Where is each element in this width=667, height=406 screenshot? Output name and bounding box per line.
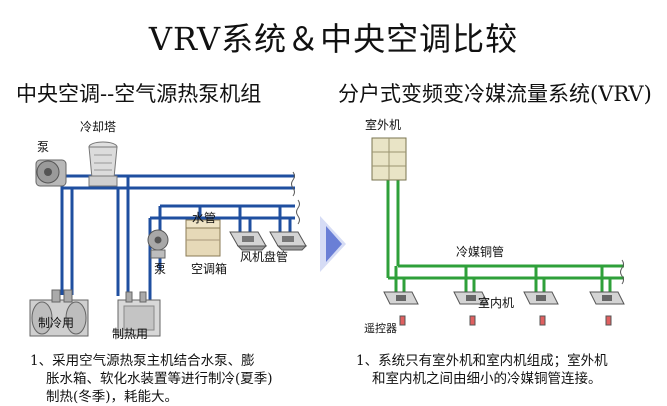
ahu-label: 空调箱 [191,262,228,276]
pump-label: 泵 [37,140,50,154]
indoor-unit-2-icon [453,291,489,326]
vrv-heading: 分户式变频变冷媒流量系统(VRV) [338,82,652,106]
water-pipe-network [60,174,295,300]
outdoor-unit-label: 室外机 [365,118,402,132]
central-ac-note-line-3: 制热(冬季)，耗能大。 [46,389,179,405]
heater-unit-icon [117,291,161,337]
fan-coil-unit-2-icon [269,231,308,251]
comparison-arrow-icon [320,216,346,272]
refrigerant-pipe-network [386,178,624,292]
cooling-tower-icon [88,141,118,187]
outdoor-unit-icon [371,137,407,181]
vrv-note: 1、系统只有室外机和室内机组成；室外机 和室内机之间由细小的冷媒铜管连接。 [356,352,608,388]
water-pipe-label: 水管 [192,211,217,225]
pump-2-label: 泵 [154,262,167,276]
central-ac-note-line-2: 胀水箱、软化水装置等进行制冷(夏季) [46,371,273,387]
cooling-tower-label: 冷却塔 [80,120,117,134]
air-handling-unit-icon [185,219,221,257]
vrv-note-line-2: 和室内机之间由细小的冷媒铜管连接。 [372,371,602,387]
fan-coil-unit-1-icon [229,231,268,251]
fan-coil-label: 风机盘管 [240,250,289,264]
indoor-unit-3-icon [523,291,559,326]
pump-2-icon [147,229,169,259]
central-ac-note: 1、采用空气源热泵主机结合水泵、膨 胀水箱、软化水装置等进行制冷(夏季) 制热(… [30,352,273,406]
chiller-unit-icon [29,289,89,337]
indoor-unit-label: 室内机 [478,296,515,310]
vrv-note-line-1: 1、系统只有室外机和室内机组成；室外机 [356,353,608,369]
indoor-unit-4-icon [589,291,625,326]
refrigerant-pipe-label: 冷媒铜管 [456,245,505,259]
pump-icon [35,159,67,187]
heater-label: 制热用 [112,327,149,341]
page-title: VRV系统＆中央空调比较 [148,20,519,58]
remote-control-label: 遥控器 [364,322,397,335]
refrigerant-break-marks [620,259,624,285]
indoor-unit-1-icon [383,291,419,326]
chiller-label: 制冷用 [38,316,75,330]
pipe-break-marks [291,171,300,225]
central-ac-heading: 中央空调--空气源热泵机组 [16,82,262,106]
central-ac-note-line-1: 1、采用空气源热泵主机结合水泵、膨 [30,353,255,369]
